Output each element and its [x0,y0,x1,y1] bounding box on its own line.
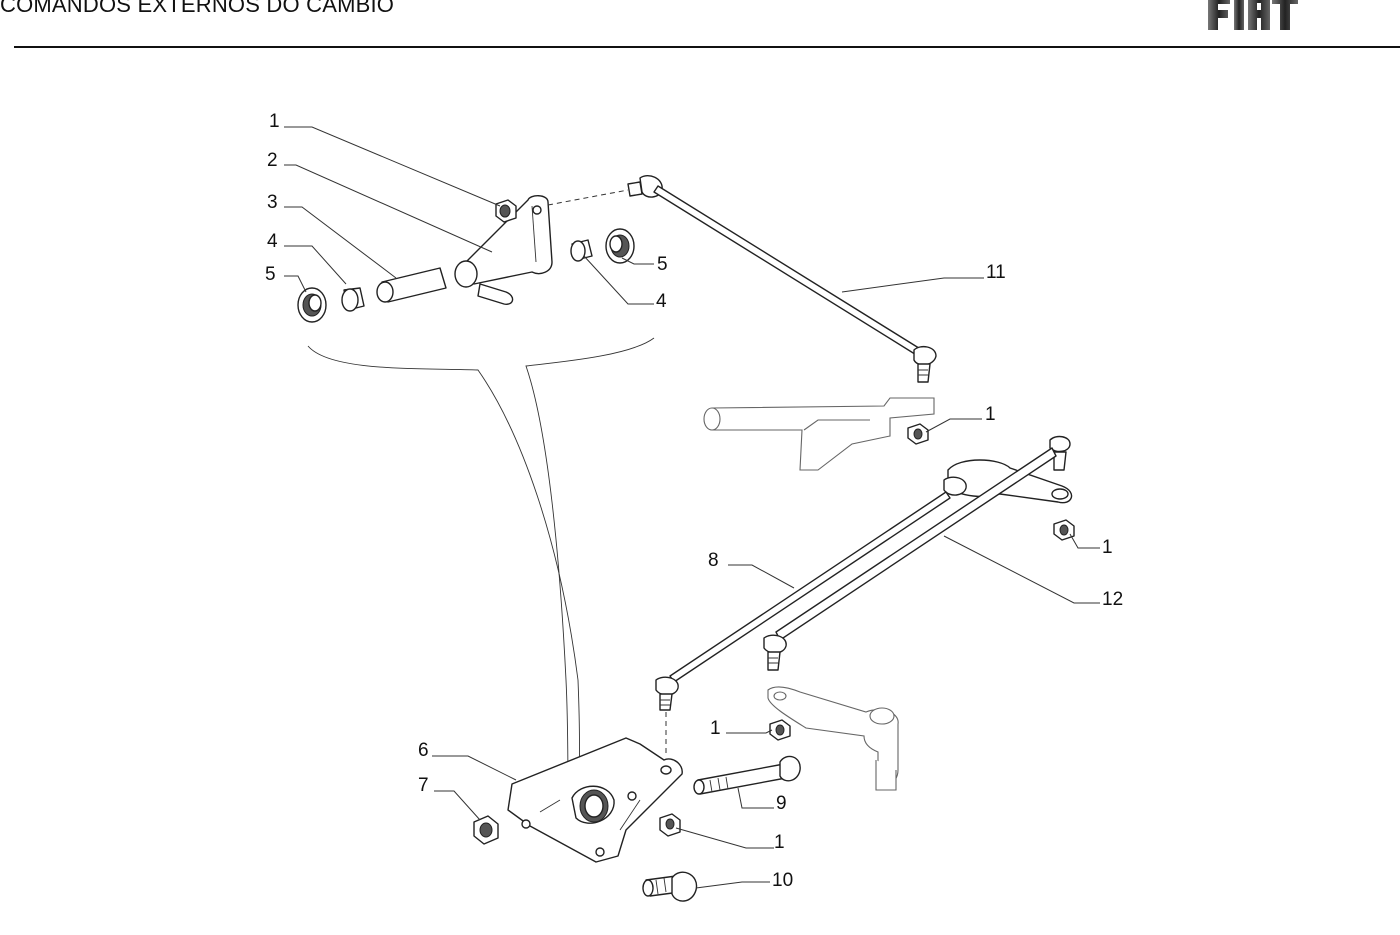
callout-1-right: 1 [1102,537,1113,558]
callout-7: 7 [418,775,429,796]
bushing-part-4-left [341,287,365,312]
rod-part-11 [547,174,937,383]
pin-part-3 [376,267,447,303]
lever-part-2 [454,195,553,305]
washer-part-5-right [605,228,635,264]
fiat-logo [1206,0,1300,32]
nut-part-1-top [495,199,517,223]
rod-part-8 [655,476,967,754]
rod-part-12 [763,447,1057,671]
header-divider [14,46,1400,48]
callout-3: 3 [267,192,278,213]
callout-10: 10 [772,870,793,891]
bushing-part-4-right [570,239,593,262]
middle-bracket-outline [703,397,935,471]
callout-1-bottom: 1 [774,832,785,853]
leader-lines [284,126,1100,889]
bolt-part-10 [642,871,698,902]
assembly-link-outline [307,337,655,801]
callout-12: 12 [1102,589,1123,610]
callout-6: 6 [418,740,429,761]
page-title: COMANDOS EXTERNOS DO CAMBIO [0,0,395,17]
nut-part-1-bottom [659,813,681,837]
callout-1-lower: 1 [710,718,721,739]
bolt-part-9 [693,755,801,795]
bracket-part-6 [507,737,683,863]
callout-9: 9 [776,793,787,814]
callout-4-right: 4 [656,291,667,312]
washer-part-5-left [297,287,327,323]
callout-5-left: 5 [265,264,276,285]
nut-part-7 [473,815,499,845]
callout-11: 11 [986,262,1006,283]
lower-right-lever-outline [767,686,899,791]
callout-labels: 1 2 3 4 5 5 4 11 1 1 12 8 1 6 7 9 1 10 [265,111,1123,891]
callout-4-left: 4 [267,231,278,252]
right-lever-bracket [947,435,1075,541]
callout-1-middle: 1 [985,404,996,425]
callout-1-top: 1 [269,111,280,132]
callout-2: 2 [267,150,278,171]
callout-8: 8 [708,550,719,571]
callout-5-right: 5 [657,254,668,275]
upper-lever-assembly [297,195,635,323]
